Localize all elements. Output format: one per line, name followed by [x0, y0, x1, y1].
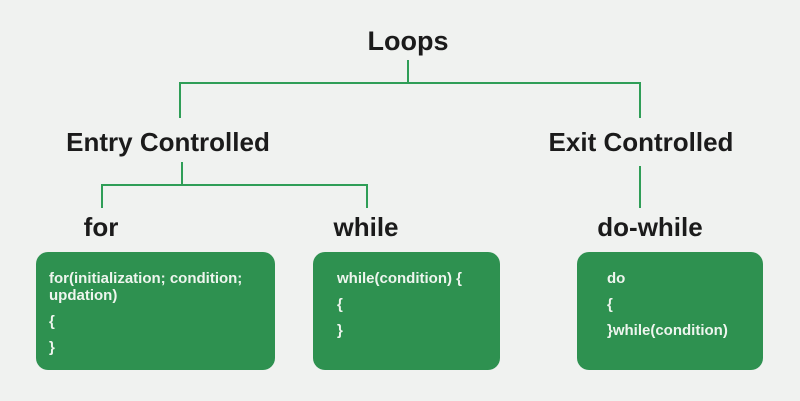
code-box-while: while(condition) { { }	[313, 252, 500, 370]
code-line: while(condition) {	[337, 270, 462, 287]
connector-for-drop	[101, 184, 103, 208]
connector-while-drop	[366, 184, 368, 208]
code-line: for(initialization; condition;	[49, 270, 243, 287]
code-box-do-while: do { }while(condition)	[577, 252, 763, 370]
root-node-label-loops: Loops	[367, 26, 449, 56]
connector-dowhile-drop	[639, 166, 641, 208]
code-line: }while(condition)	[607, 322, 728, 339]
connector-root-stem	[407, 60, 409, 84]
code-line: {	[607, 296, 613, 313]
code-line: updation)	[49, 287, 118, 304]
code-box-for: for(initialization; condition; updation)…	[36, 252, 275, 370]
leaf-node-label-do-while: do-while	[597, 212, 703, 242]
code-line: do	[607, 270, 626, 287]
code-line: {	[337, 296, 343, 313]
connector-exit-drop	[639, 82, 641, 118]
code-line: {	[49, 313, 55, 330]
connector-entry-stem	[181, 162, 183, 185]
connector-entry-drop	[179, 82, 181, 118]
branch-node-label-exit-controlled: Exit Controlled	[548, 127, 734, 157]
code-line: }	[337, 322, 343, 339]
connector-entry-crossbar	[101, 184, 368, 186]
connector-branches-crossbar	[179, 82, 641, 84]
leaf-node-label-while: while	[333, 212, 399, 242]
branch-node-label-entry-controlled: Entry Controlled	[66, 127, 270, 157]
leaf-node-label-for: for	[83, 212, 119, 242]
code-line: }	[49, 339, 55, 356]
